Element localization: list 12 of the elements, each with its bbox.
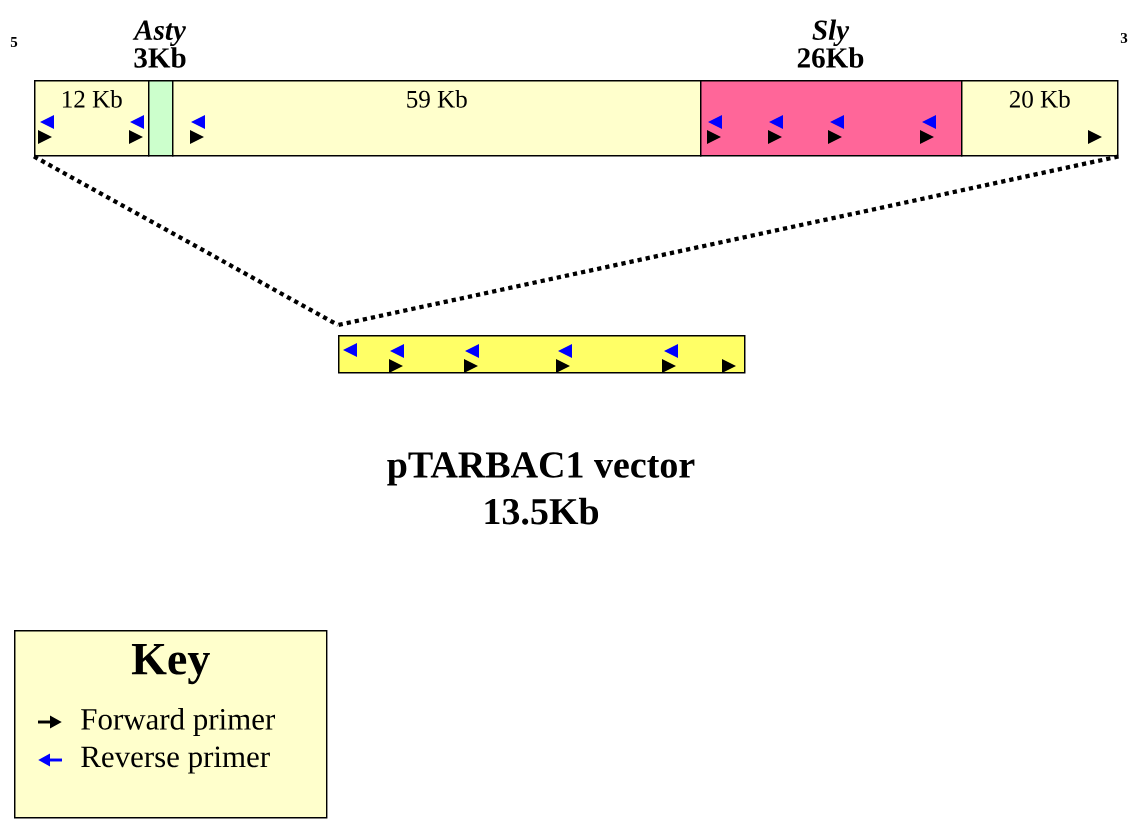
segment-box: 20 Kb bbox=[961, 80, 1119, 157]
end-label: 3 bbox=[1120, 33, 1128, 43]
expansion-line bbox=[337, 154, 1119, 328]
expansion-line bbox=[32, 154, 340, 327]
segment-box: 12 Kb bbox=[34, 80, 150, 157]
legend-label: Forward primer bbox=[81, 708, 275, 737]
segment-box: 59 Kb bbox=[172, 80, 702, 157]
end-label: 5 bbox=[10, 37, 18, 47]
vector-label: pTARBAC1 vector 13.5Kb bbox=[387, 452, 695, 525]
gene-label: Sly 26Kb bbox=[797, 19, 864, 68]
gene-label: Asty 3Kb bbox=[132, 20, 186, 68]
legend-label: Reverse primer bbox=[81, 746, 270, 774]
